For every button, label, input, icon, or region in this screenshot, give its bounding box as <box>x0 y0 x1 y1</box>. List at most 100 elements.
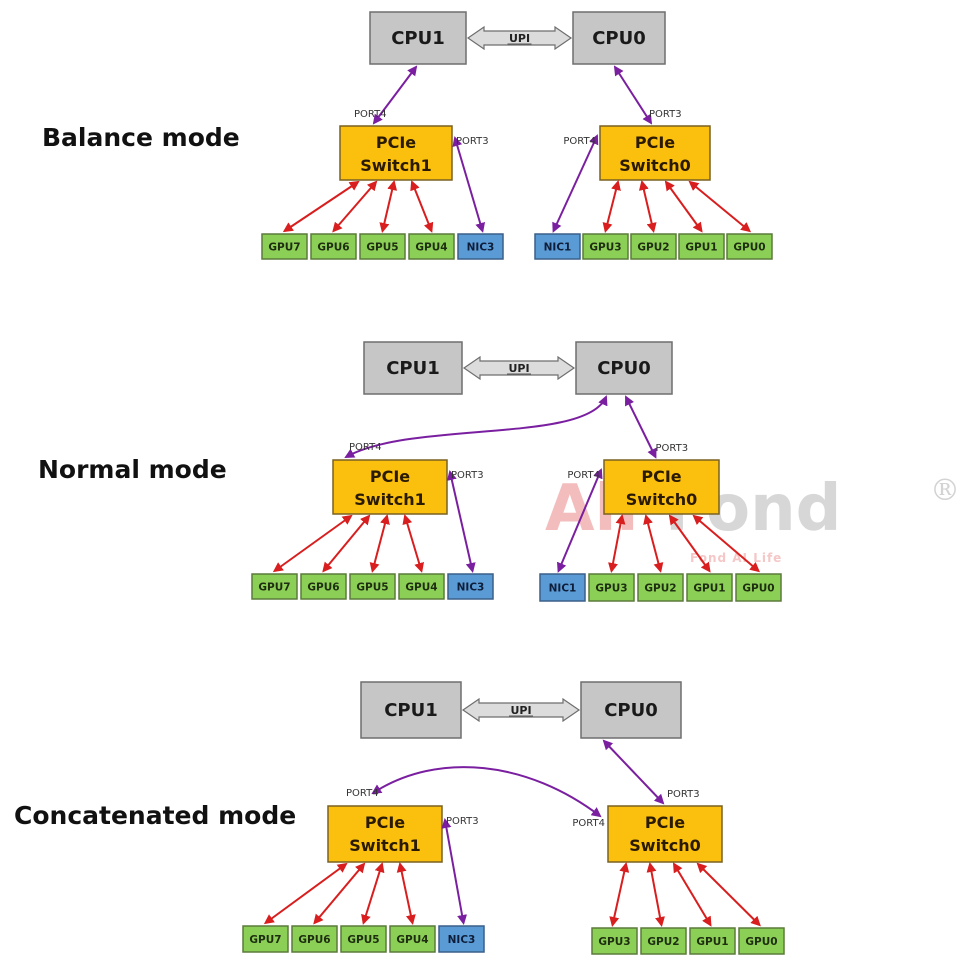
upi-label: UPI <box>510 704 531 717</box>
gpu-box <box>300 573 347 600</box>
gpu-node: GPU3 <box>582 233 629 260</box>
cpu-label: CPU1 <box>386 358 440 379</box>
gpu-box <box>640 927 687 955</box>
switch0-to-gpu-link <box>643 514 664 573</box>
gpu-label: GPU5 <box>356 582 388 594</box>
gpu-box <box>251 573 298 600</box>
gpu-label: GPU0 <box>733 242 765 254</box>
gpu-box <box>591 927 638 955</box>
gpu-node: GPU6 <box>310 233 357 260</box>
gpu-node: GPU5 <box>349 573 396 600</box>
watermark-registered-mark: ® <box>930 473 960 508</box>
gpu-label: GPU1 <box>685 242 717 254</box>
gpu-box <box>389 925 436 953</box>
switch0-to-gpu-link <box>646 862 665 927</box>
cpu0-to-switch0-link <box>625 395 657 459</box>
cpu-box <box>575 341 673 395</box>
cpu-label: CPU0 <box>604 700 658 721</box>
gpu-node: GPU1 <box>678 233 725 260</box>
switch1-to-gpu-link <box>410 180 434 233</box>
gpu-node: GPU7 <box>242 925 289 953</box>
pcie-switch-name: Switch0 <box>629 836 700 855</box>
switch1-to-gpu-link <box>332 180 378 233</box>
switch1-to-gpu-link <box>272 514 353 573</box>
gpu-node: GPU3 <box>591 927 638 955</box>
gpu-node: GPU7 <box>261 233 308 260</box>
nic-label: NIC1 <box>549 583 577 595</box>
port-label: PORT4 <box>572 818 605 829</box>
gpu-node: GPU6 <box>291 925 338 953</box>
cpu0-to-switch1-curved-link <box>344 395 608 458</box>
switch1-to-gpu-link <box>313 862 366 925</box>
switch0-to-gpu-link <box>672 862 712 927</box>
gpu-node: GPU0 <box>738 927 785 955</box>
upi-link-arrow <box>461 697 581 723</box>
gpu-node: GPU0 <box>735 573 782 602</box>
switch0-to-gpu-link <box>638 180 657 233</box>
pcie-switch-label-line1: PCIe <box>645 813 685 832</box>
gpu-box <box>582 233 629 260</box>
switch0-to-nic-link <box>552 134 599 233</box>
switch1-to-gpu-link <box>282 180 360 233</box>
switch1-to-gpu-link <box>322 514 371 573</box>
port-label: PORT3 <box>656 443 689 454</box>
pcie-switch-name: Switch1 <box>354 490 425 509</box>
switch1-to-gpu-link <box>402 514 424 573</box>
gpu-node: GPU5 <box>359 233 406 260</box>
gpu-node: GPU4 <box>398 573 445 600</box>
gpu-label: GPU2 <box>637 242 669 254</box>
cpu-node: CPU1 <box>363 341 463 395</box>
pcie-switch-label-line1: PCIe <box>365 813 405 832</box>
port-label: PORT3 <box>456 136 489 147</box>
mode-title: Normal mode <box>38 455 227 484</box>
port-label: PORT4 <box>563 136 596 147</box>
cpu1-to-switch1-link <box>372 65 418 125</box>
gpu-box <box>340 925 387 953</box>
cpu-box <box>580 681 682 739</box>
switch1-to-nic-link <box>452 136 486 233</box>
pcie-switch-box <box>603 459 720 515</box>
upi-label: UPI <box>509 32 530 45</box>
nic-node: NIC3 <box>457 233 504 260</box>
upi-link-arrow <box>466 25 573 51</box>
cpu-label: CPU1 <box>391 28 445 49</box>
pcie-switch-label-line1: PCIe <box>635 133 675 152</box>
nic-box <box>438 925 485 953</box>
gpu-box <box>630 233 677 260</box>
gpu-label: GPU7 <box>258 582 290 594</box>
pcie-switch-name: Switch0 <box>626 490 697 509</box>
gpu-label: GPU2 <box>644 583 676 595</box>
cpu-node: CPU0 <box>575 341 673 395</box>
port-label: PORT4 <box>354 109 387 120</box>
pcie-switch-name: Switch0 <box>619 156 690 175</box>
switch1-to-gpu-link <box>361 862 385 925</box>
pcie-switch-label-line1: PCIe <box>641 467 681 486</box>
gpu-node: GPU7 <box>251 573 298 600</box>
gpu-box <box>291 925 338 953</box>
gpu-node: GPU4 <box>408 233 455 260</box>
gpu-label: GPU5 <box>347 934 379 946</box>
cpu-box <box>369 11 467 65</box>
nic-label: NIC3 <box>448 934 476 946</box>
gpu-node: GPU1 <box>686 573 733 602</box>
gpu-node: GPU3 <box>588 573 635 602</box>
nic-box <box>539 573 586 602</box>
pcie-switch-box <box>339 125 453 181</box>
switch0-to-gpu-link <box>602 180 621 233</box>
switch1-to-switch0-cascade-link <box>371 766 602 818</box>
gpu-box <box>689 927 736 955</box>
port-label: PORT4 <box>567 470 600 481</box>
switch0-to-gpu-link <box>664 180 703 233</box>
port-label: PORT3 <box>649 109 682 120</box>
gpu-box <box>398 573 445 600</box>
switch1-to-nic-link <box>446 470 476 573</box>
port-label: PORT4 <box>346 788 379 799</box>
gpu-box <box>678 233 725 260</box>
